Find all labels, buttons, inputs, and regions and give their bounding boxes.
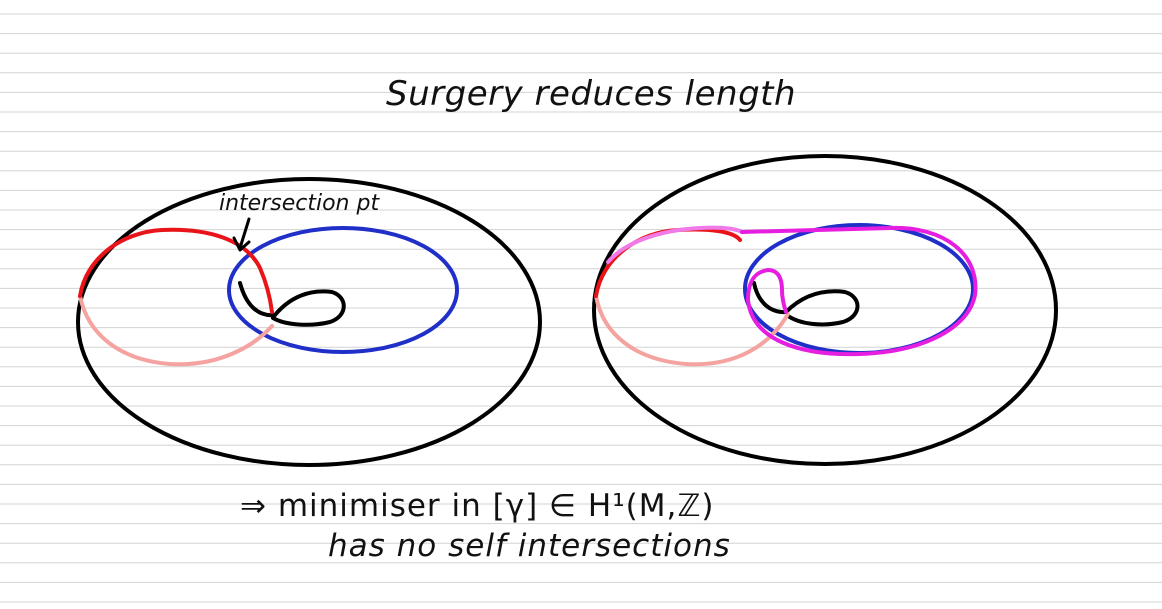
right-torus-hole-curve bbox=[752, 281, 860, 327]
left-torus-diagram bbox=[76, 177, 542, 467]
left-blue-curve bbox=[227, 226, 459, 354]
intersection-arrow bbox=[232, 217, 251, 252]
page-title: Surgery reduces length bbox=[386, 74, 797, 114]
left-torus-hole-curve bbox=[238, 281, 346, 327]
left-red-curve bbox=[78, 227, 274, 314]
left-torus-outer-outline bbox=[76, 177, 542, 467]
right-blue-curve bbox=[743, 223, 975, 355]
right-magenta-surgery-curve bbox=[740, 225, 978, 357]
right-torus-diagram bbox=[592, 154, 1058, 466]
right-red-curve-back bbox=[594, 294, 790, 367]
conclusion-line-1: ⇒ minimiser in [γ] ∈ H¹(M,ℤ) bbox=[240, 488, 715, 524]
right-magenta-curve-light bbox=[606, 225, 744, 264]
right-torus-outer-outline bbox=[592, 154, 1058, 466]
conclusion-line-2: has no self intersections bbox=[328, 528, 731, 564]
left-red-curve-back bbox=[78, 294, 274, 367]
intersection-point-label: intersection pt bbox=[219, 191, 380, 216]
